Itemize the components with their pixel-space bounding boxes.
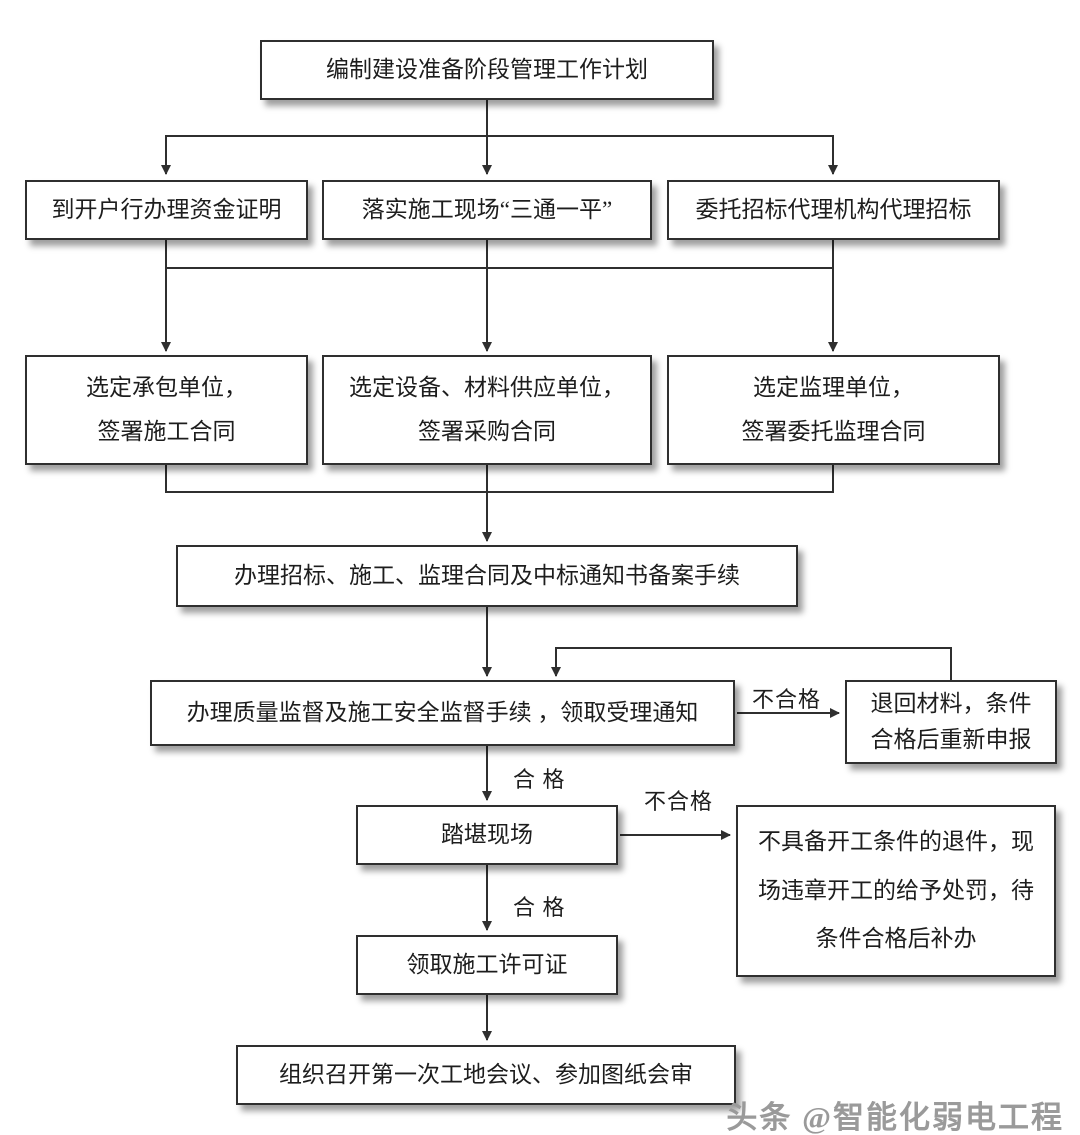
node-site-ready: 落实施工现场“三通一平”: [322, 180, 652, 240]
node-fund-cert-label: 到开户行办理资金证明: [51, 196, 282, 222]
node-contractor-line-1: 选定承包单位，: [86, 374, 247, 400]
edge-label-unqualified-1: 不合格: [752, 687, 822, 712]
node-reject: 退回材料，条件 合格后重新申报: [845, 680, 1057, 764]
node-plan: 编制建设准备阶段管理工作计划: [260, 40, 714, 100]
node-supervision-line-1: 选定监理单位，: [753, 374, 914, 400]
node-quality: 办理质量监督及施工安全监督手续 ，领取受理通知: [150, 680, 735, 746]
node-bid-agency-label: 委托招标代理机构代理招标: [695, 196, 972, 222]
arrows-row3-to-filing: [165, 465, 834, 542]
edge-label-unqualified-2: 不合格: [644, 789, 714, 814]
node-survey: 踏堪现场: [356, 805, 618, 865]
node-filing-label: 办理招标、施工、监理合同及中标通知书备案手续: [234, 562, 740, 588]
node-meeting: 组织召开第一次工地会议、参加图纸会审: [236, 1045, 736, 1105]
node-quality-label: 办理质量监督及施工安全监督手续 ，领取受理通知: [186, 699, 699, 725]
node-fail-handle-line-3: 条件合格后补办: [815, 926, 977, 952]
node-reject-line-1: 退回材料，条件: [870, 691, 1032, 716]
node-fail-handle-line-1: 不具备开工条件的退件，现: [758, 829, 1034, 855]
arrow-reject-loopback: [551, 647, 952, 680]
arrows-plan-split: [161, 100, 838, 175]
arrows-row2-to-row3: [161, 240, 838, 352]
node-fail-handle: 不具备开工条件的退件，现 场违章开工的给予处罚，待 条件合格后补办: [736, 805, 1056, 977]
edge-label-qualified-1: 合 格: [513, 767, 566, 792]
node-supervision: 选定监理单位， 签署委托监理合同: [667, 355, 1000, 465]
node-filing: 办理招标、施工、监理合同及中标通知书备案手续: [176, 545, 798, 607]
node-meeting-label: 组织召开第一次工地会议、参加图纸会审: [279, 1061, 693, 1087]
watermark: 头条 @智能化弱电工程: [726, 1100, 1064, 1135]
node-equipment-line-1: 选定设备、材料供应单位，: [349, 374, 625, 400]
node-equipment-line-2: 签署采购合同: [418, 418, 556, 444]
node-plan-label: 编制建设准备阶段管理工作计划: [326, 56, 648, 82]
node-bid-agency: 委托招标代理机构代理招标: [667, 180, 1000, 240]
node-fund-cert: 到开户行办理资金证明: [25, 180, 308, 240]
node-contractor-line-2: 签署施工合同: [97, 418, 236, 444]
edge-label-qualified-2: 合 格: [513, 895, 566, 920]
node-permit-label: 领取施工许可证: [406, 951, 568, 977]
node-equipment: 选定设备、材料供应单位， 签署采购合同: [322, 355, 652, 465]
node-supervision-line-2: 签署委托监理合同: [741, 418, 926, 444]
node-survey-label: 踏堪现场: [441, 821, 533, 847]
node-permit: 领取施工许可证: [356, 935, 618, 995]
node-site-ready-label: 落实施工现场“三通一平”: [361, 196, 613, 222]
node-fail-handle-line-2: 场违章开工的给予处罚，待: [758, 877, 1034, 903]
node-contractor: 选定承包单位， 签署施工合同: [25, 355, 308, 465]
node-reject-line-2: 合格后重新申报: [870, 726, 1032, 752]
